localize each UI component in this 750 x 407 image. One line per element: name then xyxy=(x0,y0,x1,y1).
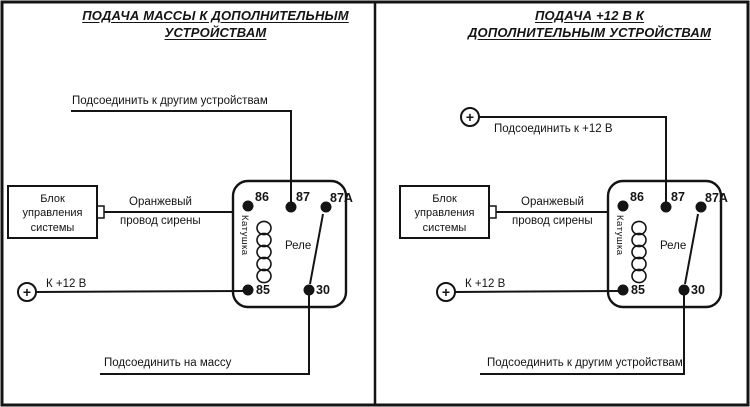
left-panel-title: ПОДАЧА МАССЫ К ДОПОЛНИТЕЛЬНЫМ УСТРОЙСТВА… xyxy=(63,8,368,42)
left-coil-label: Катушка xyxy=(239,215,250,256)
right-switch-contact xyxy=(684,213,699,285)
right-terminal-85-label: 85 xyxy=(631,283,645,297)
right-bottom-wire xyxy=(480,295,685,375)
left-bottom-wire-label: Подсоединить на массу xyxy=(104,357,232,369)
left-switch-contact xyxy=(309,213,324,285)
left-terminal-87a-label: 87A xyxy=(330,191,353,205)
left-title-line1: ПОДАЧА МАССЫ К ДОПОЛНИТЕЛЬНЫМ xyxy=(82,8,349,23)
right-relay-body xyxy=(606,179,723,309)
left-12v-label: К +12 В xyxy=(46,278,87,290)
left-wire-label-line1: Оранжевый xyxy=(129,196,192,208)
right-bottom-wire-label: Подсоединить к другим устройствам xyxy=(487,357,683,369)
left-terminal-87a-dot xyxy=(320,201,332,213)
right-terminal-30-label: 30 xyxy=(691,283,705,297)
right-connector-nub xyxy=(488,205,497,219)
right-terminal-87-label: 87 xyxy=(671,190,685,204)
right-terminal-87-dot xyxy=(660,201,672,213)
left-coil-symbol xyxy=(256,220,272,284)
right-terminal-85-dot xyxy=(617,284,629,296)
left-control-unit-label: Блок управления системы xyxy=(22,193,83,234)
left-relay-body xyxy=(231,179,348,309)
right-title-line2: ДОПОЛНИТЕЛЬНЫМ УСТРОЙСТВАМ xyxy=(467,24,712,40)
left-connector-nub xyxy=(96,205,105,219)
right-terminal-86-label: 86 xyxy=(630,190,644,204)
left-12v-wire xyxy=(35,290,244,293)
right-coil-symbol xyxy=(631,220,647,284)
left-terminal-30-label: 30 xyxy=(316,283,330,297)
right-relay-label: Реле xyxy=(660,240,687,252)
right-12v-label: К +12 В xyxy=(465,278,506,290)
left-title-line2: УСТРОЙСТВАМ xyxy=(164,24,267,40)
left-plus-icon: + xyxy=(22,284,32,300)
left-wire-label-line2: провод сирены xyxy=(120,215,201,227)
right-terminal-86-dot xyxy=(617,200,629,212)
left-terminal-87-label: 87 xyxy=(296,190,310,204)
left-terminal-85-label: 85 xyxy=(256,283,270,297)
right-panel-title: ПОДАЧА +12 В К ДОПОЛНИТЕЛЬНЫМ УСТРОЙСТВА… xyxy=(437,8,742,42)
left-bottom-wire xyxy=(100,295,310,375)
left-terminal-87-dot xyxy=(285,201,297,213)
right-12v-wire xyxy=(454,290,619,293)
left-relay-label: Реле xyxy=(285,240,312,252)
right-title-line1: ПОДАЧА +12 В К xyxy=(534,8,645,23)
left-top-wire-label: Подсоединить к другим устройствам xyxy=(72,95,268,107)
right-terminal-30-dot xyxy=(678,284,690,296)
right-plus-icon: + xyxy=(441,284,451,300)
right-control-unit-label: Блок управления системы xyxy=(414,193,475,234)
right-wire-label-line2: провод сирены xyxy=(512,215,593,227)
right-terminal-87a-label: 87A xyxy=(705,191,728,205)
right-terminal-87a-dot xyxy=(695,201,707,213)
right-panel-wiring xyxy=(399,107,723,375)
right-top-wire-label: Подсоединить к +12 В xyxy=(494,123,613,135)
left-terminal-86-label: 86 xyxy=(255,190,269,204)
left-top-wire xyxy=(71,110,292,203)
left-panel-wiring xyxy=(7,110,348,375)
right-top-plus-icon: + xyxy=(465,109,475,125)
left-terminal-85-dot xyxy=(242,284,254,296)
right-top-wire xyxy=(479,116,667,202)
left-terminal-86-dot xyxy=(242,200,254,212)
right-coil-label: Катушка xyxy=(614,215,625,256)
left-terminal-30-dot xyxy=(303,284,315,296)
right-wire-label-line1: Оранжевый xyxy=(521,196,584,208)
